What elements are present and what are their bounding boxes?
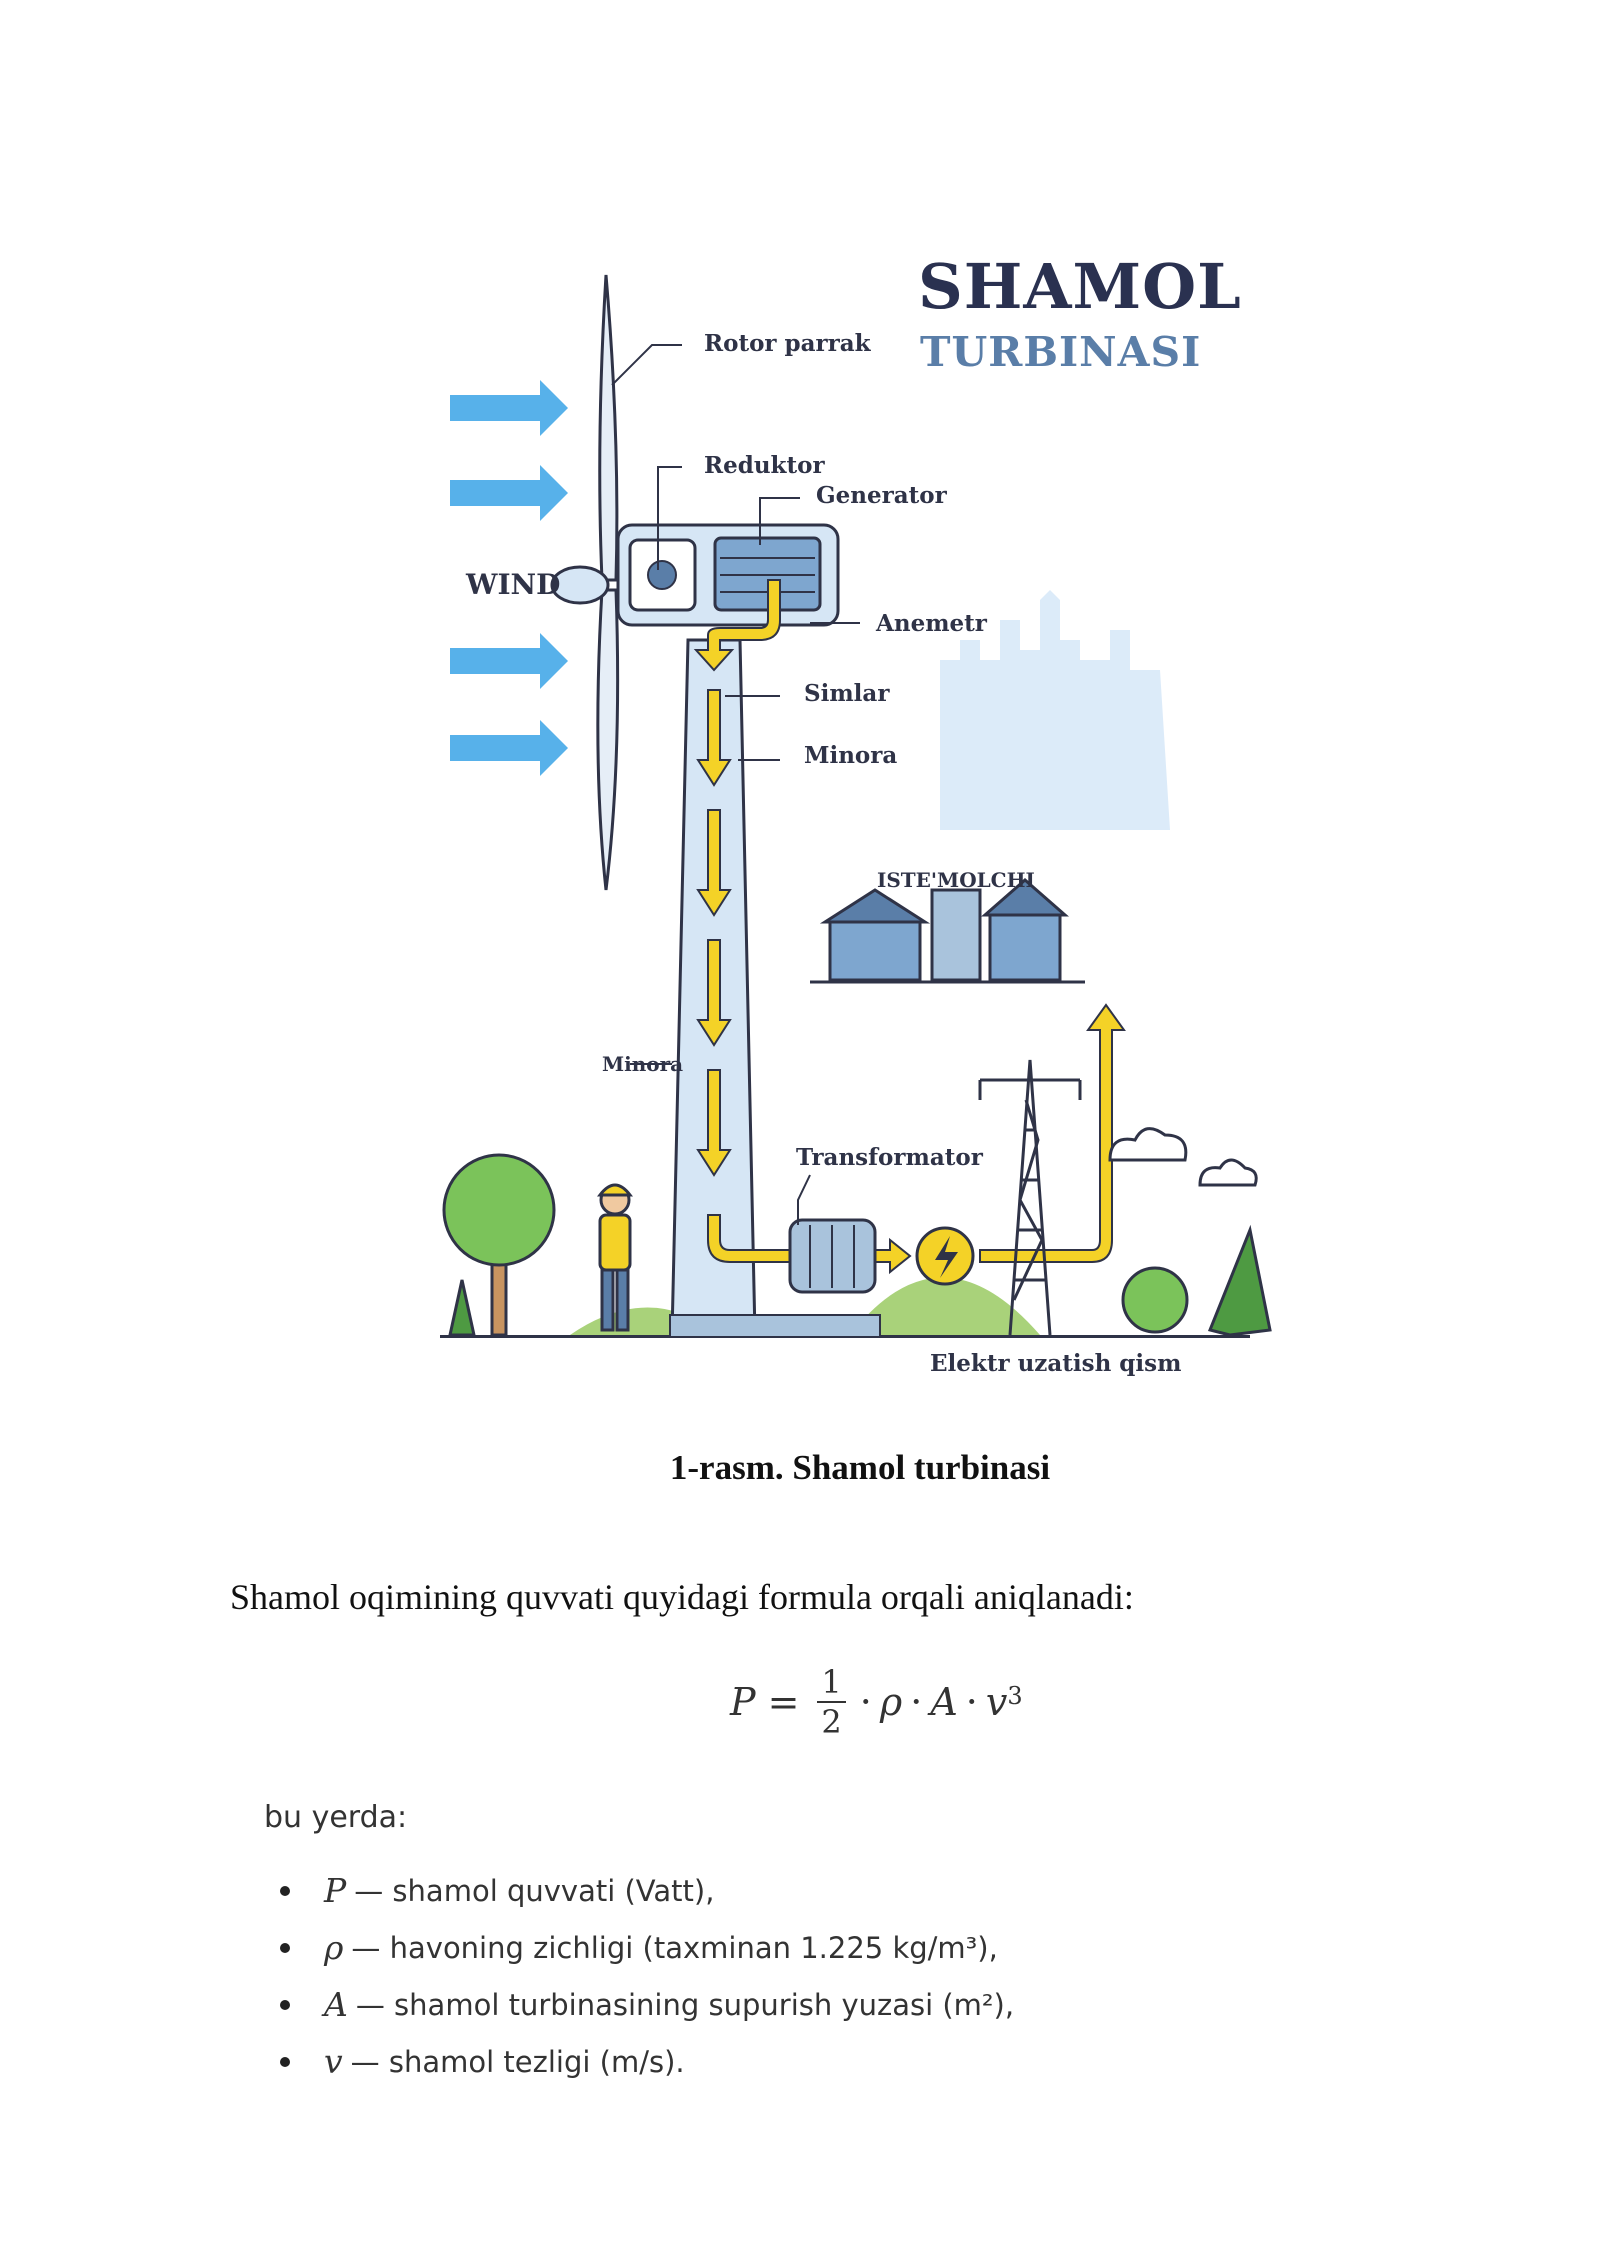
label-rotor-parrak: Rotor parrak	[704, 330, 871, 357]
figure-caption: 1-rasm. Shamol turbinasi	[669, 1448, 1051, 1487]
definition-text: — shamol tezligi (m/s).	[350, 2044, 685, 2079]
definition-text: — shamol turbinasining supurish yuzasi (…	[355, 1987, 1015, 2022]
definition-symbol: A	[324, 1985, 348, 2024]
bullet-icon	[280, 2056, 290, 2067]
label-leader-lines	[611, 344, 860, 1225]
consumer-houses	[810, 878, 1085, 984]
figure-title-sub: TURBINASI	[920, 328, 1202, 376]
bullet-icon	[280, 1885, 290, 1896]
where-label: bu yerda:	[264, 1800, 408, 1835]
wind-arrows	[450, 380, 568, 776]
formula-p: P	[730, 1680, 756, 1724]
label-elektr-uzatish: Elektr uzatish qism	[930, 1350, 1182, 1377]
formula-exponent: 3	[1007, 1682, 1023, 1710]
formula-numerator: 1	[817, 1663, 846, 1703]
label-istemolchi: ISTE'MOLCHI	[877, 868, 1035, 892]
label-reduktor: Reduktor	[704, 452, 825, 479]
engineer-figure	[596, 1183, 634, 1332]
list-item: P — shamol quvvati (Vatt),	[280, 1862, 1014, 1919]
label-simlar: Simlar	[804, 680, 890, 707]
label-anemetr: Anemetr	[876, 610, 987, 637]
bullet-icon	[280, 1999, 290, 2010]
definition-symbol: v	[324, 2042, 343, 2081]
wind-turbine-illustration	[440, 274, 1272, 1338]
formula-equals: =	[767, 1680, 800, 1724]
list-item: ρ — havoning zichligi (taxminan 1.225 kg…	[280, 1919, 1014, 1976]
bullet-icon	[280, 1942, 290, 1953]
formula-dot-3: ·	[965, 1680, 978, 1724]
formula-dot-2: ·	[910, 1680, 923, 1724]
definition-symbol: P	[324, 1871, 347, 1910]
definition-symbol: ρ	[324, 1928, 344, 1967]
rotor-blade-top	[598, 274, 619, 582]
formula-denominator: 2	[821, 1703, 842, 1741]
trees	[442, 1153, 1272, 1337]
definition-text: — shamol quvvati (Vatt),	[354, 1873, 715, 1908]
clouds	[1108, 1127, 1258, 1187]
city-skyline	[940, 590, 1170, 830]
formula-a: A	[930, 1680, 958, 1724]
formula-rho: ρ	[879, 1680, 903, 1724]
formula-v: v	[985, 1680, 1008, 1724]
label-minora-right: Minora	[804, 742, 898, 769]
green-hill	[850, 1277, 1040, 1335]
intro-paragraph: Shamol oqimining quvvati quyidagi formul…	[230, 1577, 1134, 1617]
wind-turbine-figure: SHAMOL TURBINASI WIND Rotor parrak Reduk…	[420, 240, 1320, 1410]
power-pylon	[978, 1059, 1082, 1336]
formula-dot-1: ·	[859, 1680, 872, 1724]
label-transformator: Transformator	[796, 1144, 983, 1171]
figure-title-main: SHAMOL	[918, 250, 1242, 323]
wind-label: WIND	[466, 568, 561, 601]
definition-text: — havoning zichligi (taxminan 1.225 kg/m…	[351, 1930, 998, 1965]
formula-fraction: 1 2	[817, 1663, 846, 1741]
rotor-blade-bottom	[596, 588, 620, 891]
list-item: A — shamol turbinasining supurish yuzasi…	[280, 1976, 1014, 2033]
label-generator: Generator	[816, 482, 947, 509]
definitions-list: P — shamol quvvati (Vatt), ρ — havoning …	[280, 1862, 1014, 2090]
label-minora-left: Minora	[602, 1052, 684, 1076]
list-item: v — shamol tezligi (m/s).	[280, 2033, 1014, 2090]
